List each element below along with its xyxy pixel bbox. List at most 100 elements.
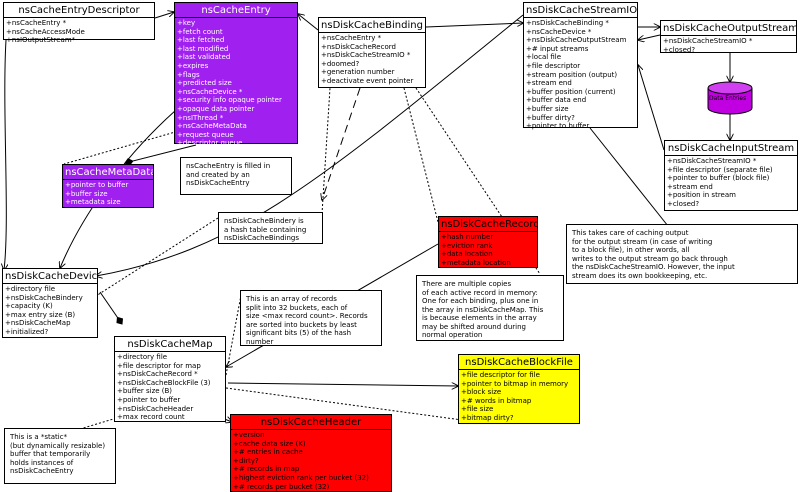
disk-cache-binding-box[interactable]: nsDiskCacheBinding +nsCacheEntry *+nsDis…	[318, 17, 426, 88]
disk-cache-block-file-field: +pointer to bitmap in memory	[461, 379, 569, 388]
disk-cache-input-stream-field: +closed?	[667, 199, 700, 208]
data-entries-cylinder	[707, 81, 753, 115]
disk-cache-stream-io-box[interactable]: nsDiskCacheStreamIO +nsDiskCacheBinding …	[523, 2, 638, 130]
disk-cache-record-box[interactable]: nsDiskCacheRecord +hash number+eviction …	[438, 216, 538, 268]
disk-cache-input-stream-title: nsDiskCacheInputStream	[665, 141, 797, 156]
disk-cache-map-field: +buffer size (B)	[117, 387, 173, 396]
disk-cache-record-fields: +hash number+eviction rank+data location…	[439, 232, 537, 268]
link-entry-metadata	[124, 144, 197, 166]
cache-entry-field: +request queue	[177, 130, 234, 139]
disk-cache-map-field: +directory file	[117, 353, 168, 361]
cache-entry-field: +opaque data pointer	[177, 104, 255, 113]
cache-entry-field: +flags	[177, 70, 200, 79]
note-entry-filled: nsCacheEntry is filled in and created by…	[180, 157, 292, 195]
disk-cache-map-field: +max record count	[117, 413, 185, 422]
disk-cache-stream-io-field: +nsDiskCacheOutputStream	[526, 36, 627, 45]
cache-entry-box[interactable]: nsCacheEntry +key+fetch count+last fetch…	[174, 2, 298, 147]
link-map-blockfile	[227, 383, 458, 386]
disk-cache-input-stream-field: +pointer to buffer (block file)	[667, 174, 770, 183]
cache-entry-field: +nsIThread *	[177, 113, 224, 122]
cache-metadata-title: nsCacheMetaData	[63, 167, 153, 180]
disk-cache-block-file-field: +bitmap dirty?	[461, 413, 514, 422]
cache-entry-field: +nsCacheMetaData	[177, 122, 247, 131]
disk-cache-record-field: +metadata location	[441, 258, 511, 267]
link-device-map	[99, 291, 124, 325]
disk-cache-stream-io-field: +buffer dirty?	[526, 113, 575, 122]
disk-cache-stream-io-field: +nsCacheDevice *	[526, 27, 592, 36]
disk-cache-map-field: +nsDiskCacheHeader	[117, 404, 194, 413]
disk-cache-input-stream-box[interactable]: nsDiskCacheInputStream +nsDiskCacheStrea…	[664, 140, 798, 211]
disk-cache-header-fields: +version+cache data size (K)+# entries i…	[231, 430, 391, 492]
disk-cache-block-file-field: +block size	[461, 388, 502, 397]
cache-metadata-field: +buffer size	[65, 189, 108, 198]
data-entries-label: Data Entries	[709, 95, 747, 102]
disk-cache-stream-io-field: +# input streams	[526, 44, 589, 53]
disk-cache-output-stream-field: +closed?	[663, 45, 696, 54]
disk-cache-binding-field: +nsDiskCacheStreamIO *	[321, 51, 411, 60]
disk-cache-header-field: +# entries in cache	[233, 448, 303, 457]
link-streamio-note	[589, 127, 669, 227]
disk-cache-stream-io-field: +buffer data end	[526, 96, 587, 105]
cache-metadata-box[interactable]: nsCacheMetaData +pointer to buffer+buffe…	[62, 164, 154, 208]
disk-cache-binding-field: +deactivate event pointer	[321, 76, 414, 85]
disk-cache-stream-io-field: +file descriptor	[526, 61, 581, 70]
link-map-records-dotted	[225, 289, 243, 376]
disk-cache-map-box[interactable]: nsDiskCacheMap +directory file+file desc…	[114, 336, 226, 422]
disk-cache-device-box[interactable]: nsDiskCacheDevice +directory file+nsDisk…	[2, 268, 98, 338]
disk-cache-block-file-field: +# words in bitmap	[461, 396, 532, 405]
cache-entry-descriptor-box[interactable]: nsCacheEntryDescriptor +nsCacheEntry *+n…	[3, 2, 155, 44]
disk-cache-binding-fields: +nsCacheEntry *+nsDiskCacheRecord+nsDisk…	[319, 33, 425, 87]
disk-cache-device-field: +initialized?	[5, 327, 49, 336]
cache-entry-field: +fetch count	[177, 27, 223, 36]
disk-cache-output-stream-box[interactable]: nsDiskCacheOutputStream +nsDiskCacheStre…	[660, 20, 797, 55]
disk-cache-record-field: +eviction rank	[441, 241, 493, 250]
disk-cache-device-fields: +directory file+nsDiskCacheBindery+capac…	[3, 284, 97, 338]
disk-cache-output-stream-fields: +nsDiskCacheStreamIO *+closed?	[661, 36, 796, 55]
note-records-array: This is an array of records split into 3…	[240, 290, 382, 346]
disk-cache-device-field: +max entry size (B)	[5, 310, 76, 319]
disk-cache-header-field: +cache data size (K)	[233, 439, 306, 448]
link-output-streamio	[638, 34, 661, 40]
link-bindery-device-dotted	[95, 217, 219, 297]
disk-cache-map-field: +file descriptor for map	[117, 361, 201, 370]
link-bindery-binding-dotted	[321, 87, 331, 215]
disk-cache-header-field: +version	[233, 431, 265, 439]
cache-entry-title: nsCacheEntry	[175, 3, 297, 18]
disk-cache-binding-field: +doomed?	[321, 59, 360, 68]
disk-cache-header-field: +# records in map	[233, 465, 300, 474]
cache-entry-descriptor-title: nsCacheEntryDescriptor	[4, 3, 154, 18]
disk-cache-binding-title: nsDiskCacheBinding	[319, 18, 425, 33]
disk-cache-stream-io-title: nsDiskCacheStreamIO	[524, 5, 637, 18]
disk-cache-stream-io-field: +buffer position (current)	[526, 87, 616, 96]
disk-cache-record-field: +data location	[441, 250, 493, 259]
disk-cache-output-stream-title: nsDiskCacheOutputStream	[661, 23, 796, 36]
disk-cache-map-field: +nsDiskCacheBlockFile (3)	[117, 378, 211, 387]
disk-cache-device-field: +directory file	[5, 285, 56, 293]
cache-entry-field: +security info opaque pointer	[177, 96, 282, 105]
disk-cache-stream-io-field: +local file	[526, 53, 562, 62]
disk-cache-binding-field: +generation number	[321, 68, 395, 77]
disk-cache-header-box[interactable]: nsDiskCacheHeader +version+cache data si…	[230, 414, 392, 492]
cache-entry-field: +descriptor queue	[177, 139, 243, 148]
note-static-buffer: This is a *static* (but dynamically resi…	[4, 428, 116, 484]
disk-cache-stream-io-fields: +nsDiskCacheBinding *+nsCacheDevice *+ns…	[524, 18, 637, 132]
link-map-static-dotted	[69, 416, 121, 433]
link-input-streamio	[638, 65, 665, 151]
disk-cache-block-file-title: nsDiskCacheBlockFile	[459, 355, 579, 370]
disk-cache-block-file-field: +file size	[461, 405, 494, 414]
disk-cache-map-fields: +directory file+file descriptor for map +…	[115, 352, 225, 423]
disk-cache-device-field: +capacity (K)	[5, 302, 53, 311]
link-binding-record-dotted	[403, 87, 439, 223]
disk-cache-record-field: +hash number	[441, 233, 494, 241]
disk-cache-block-file-field: +file descriptor for file	[461, 371, 540, 379]
disk-cache-stream-io-field: +buffer size	[526, 104, 569, 113]
disk-cache-input-stream-field: +nsDiskCacheStreamIO *	[667, 157, 757, 165]
cache-entry-field: +predicted size	[177, 79, 232, 88]
disk-cache-device-field: +nsDiskCacheMap	[5, 319, 71, 328]
note-record-copies: There are multiple copies of each active…	[416, 275, 564, 341]
cache-entry-fields: +key+fetch count+last fetched+last modif…	[175, 18, 297, 149]
link-descriptor-device	[4, 39, 6, 270]
disk-cache-block-file-box[interactable]: nsDiskCacheBlockFile +file descriptor fo…	[458, 354, 580, 424]
disk-cache-device-field: +nsDiskCacheBindery	[5, 293, 83, 302]
cache-metadata-fields: +pointer to buffer+buffer size+metadata …	[63, 180, 153, 208]
